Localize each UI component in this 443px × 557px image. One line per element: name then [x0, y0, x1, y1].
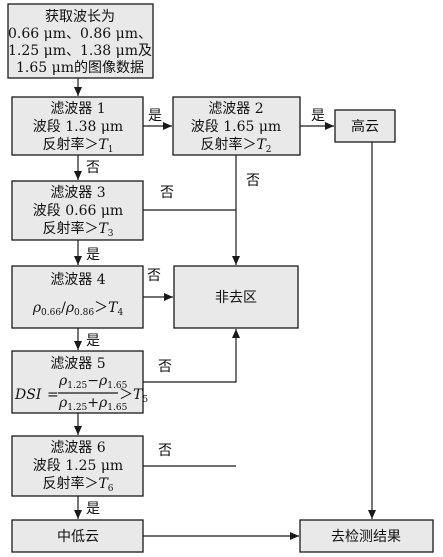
edge-f4-no-label: 否 — [147, 268, 161, 284]
edge-f3-f4-yes-label: 是 — [86, 247, 100, 263]
filter-1-title: 滤波器 1 — [50, 101, 105, 117]
edge-f6-mid-low-yes-label: 是 — [86, 501, 100, 517]
filter-5-denominator: ρ1.25+ρ1.65 — [58, 395, 128, 413]
filter-1-band: 波段 1.38 μm — [33, 119, 123, 135]
mid-low-cloud-label: 中低云 — [57, 529, 99, 545]
edge-f4-f5-yes-label: 是 — [86, 333, 100, 349]
filter-6-title: 滤波器 6 — [50, 440, 105, 456]
edge-f1-f3-no-label: 否 — [86, 160, 100, 176]
acquire-line-4: 1.65 μm的图像数据 — [16, 60, 144, 76]
filter-4-node: 滤波器 4 ρ0.66/ρ0.86＞T4 — [11, 265, 144, 329]
filter-1-condition: 反射率＞T1 — [42, 136, 113, 155]
filter-5-node: 滤波器 5 DSI = ρ1.25−ρ1.65 ρ1.25+ρ1.65 ＞T5 — [11, 350, 148, 414]
filter-3-title: 滤波器 3 — [50, 185, 105, 201]
filter-5-title: 滤波器 5 — [50, 356, 105, 372]
filter-3-node: 滤波器 3 波段 0.66 μm 反射率＞T3 — [11, 180, 144, 241]
filter-6-node: 滤波器 6 波段 1.25 μm 反射率＞T6 — [11, 435, 144, 497]
edge-f5-no-label: 否 — [158, 359, 172, 375]
acquire-line-1: 获取波长为 — [45, 9, 115, 25]
acquire-line-2: 0.66 μm、0.86 μm、 — [8, 26, 152, 42]
filter-3-condition: 反射率＞T3 — [42, 220, 113, 239]
acquire-line-3: 1.25 μm、1.38 μm及 — [8, 43, 152, 59]
filter-6-condition: 反射率＞T6 — [42, 475, 113, 494]
filter-5-dsi: DSI — [14, 387, 42, 403]
filter-2-title: 滤波器 2 — [208, 101, 263, 117]
filter-5-equals: = — [47, 387, 59, 403]
acquire-node: 获取波长为 0.66 μm、0.86 μm、 1.25 μm、1.38 μm及 … — [7, 3, 154, 79]
edge-f3-no-label: 否 — [160, 185, 174, 201]
high-cloud-label: 高云 — [351, 118, 379, 135]
filter-5-numerator: ρ1.25−ρ1.65 — [58, 373, 128, 391]
filter-2-node: 滤波器 2 波段 1.65 μm 反射率＞T2 — [172, 96, 301, 156]
filter-6-band: 波段 1.25 μm — [33, 458, 123, 474]
non-cloud-node: 非去区 — [173, 265, 299, 329]
filter-4-condition: ρ0.66/ρ0.86＞T4 — [32, 300, 124, 318]
edge-f5-non-cloud — [143, 329, 240, 383]
non-cloud-label: 非去区 — [215, 290, 257, 306]
filter-2-band: 波段 1.65 μm — [191, 119, 281, 135]
mid-low-cloud-node: 中低云 — [11, 519, 144, 553]
edge-f2-no-label: 否 — [246, 173, 260, 189]
output-node: 去检测结果 — [299, 519, 434, 553]
output-label: 去检测结果 — [331, 529, 401, 545]
filter-5-threshold: ＞T5 — [119, 387, 148, 405]
edge-f2-high-yes-label: 是 — [311, 108, 325, 124]
edge-f6-no-label: 否 — [158, 443, 172, 459]
edge-f1-f2-yes-label: 是 — [148, 108, 162, 124]
filter-1-node: 滤波器 1 波段 1.38 μm 反射率＞T1 — [11, 96, 144, 156]
high-cloud-node: 高云 — [334, 109, 396, 143]
filter-2-condition: 反射率＞T2 — [200, 136, 271, 155]
filter-4-title: 滤波器 4 — [50, 272, 105, 288]
filter-3-band: 波段 0.66 μm — [33, 203, 123, 219]
